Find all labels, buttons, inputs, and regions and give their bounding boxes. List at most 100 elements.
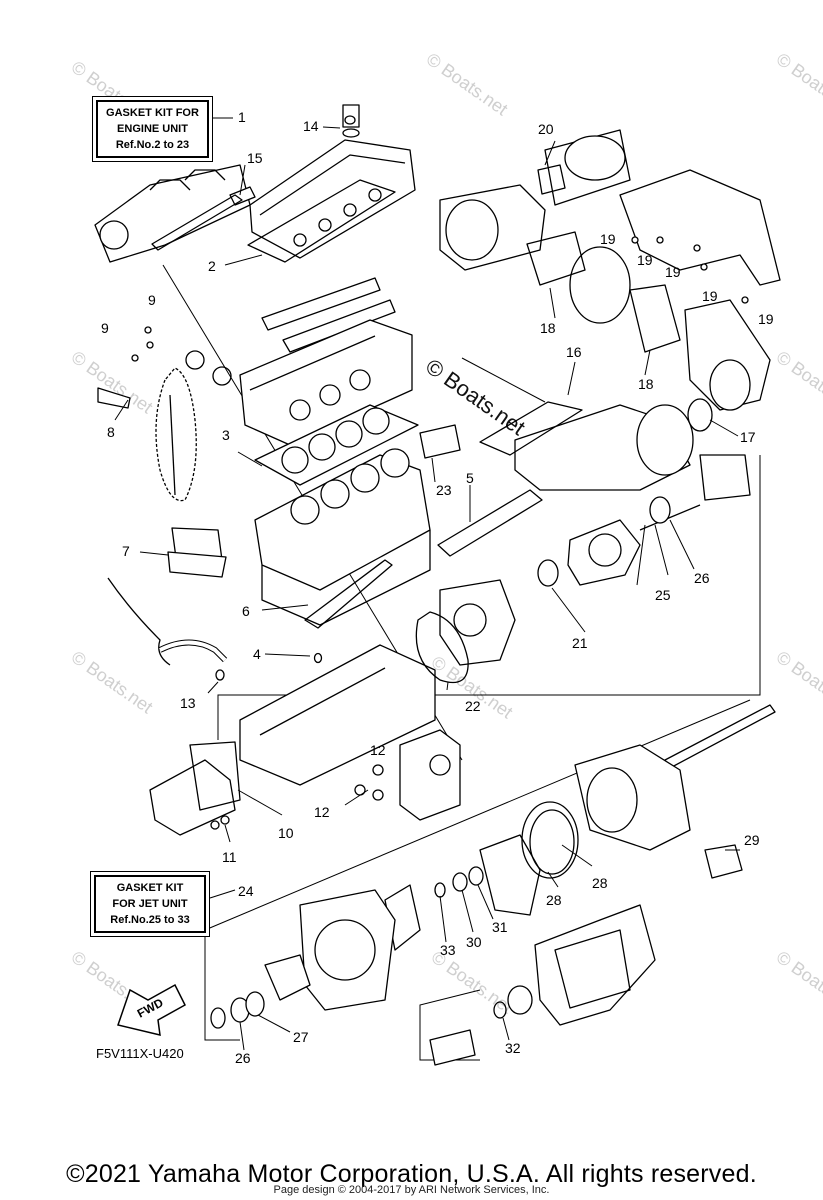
callout-27: 27	[293, 1029, 309, 1045]
callout-19e: 19	[758, 311, 774, 327]
o-ring-11b	[220, 815, 230, 825]
dipstick	[107, 577, 171, 666]
watermark-6: © Boats.net	[68, 647, 157, 717]
callout-10: 10	[278, 825, 294, 841]
drive-shaft	[664, 704, 776, 769]
intake-gasket-plate	[437, 489, 543, 557]
figure-code: F5V111X-U420	[96, 1046, 184, 1061]
callout-13: 13	[180, 695, 196, 711]
copyright-notice: ©2021 Yamaha Motor Corporation, U.S.A. A…	[66, 1160, 757, 1188]
callout-29: 29	[744, 832, 760, 848]
callout-7: 7	[122, 543, 130, 559]
callout-33: 33	[440, 942, 456, 958]
oil-seal-21	[537, 559, 559, 587]
watermark-4: © Boats.net	[68, 347, 157, 417]
bearing-housing-jet	[264, 954, 311, 1001]
o-ring-12c	[372, 789, 384, 801]
callout-3: 3	[222, 427, 230, 443]
bolt-9a	[144, 326, 152, 334]
callout-24: 24	[238, 883, 254, 899]
callout-9b: 9	[101, 320, 109, 336]
washer-19a	[631, 236, 639, 244]
seal-30	[452, 872, 468, 892]
o-ring-12a	[372, 764, 384, 776]
callout-1: 1	[238, 109, 246, 125]
fwd-arrow: FWD	[117, 983, 186, 1036]
pump-liner	[479, 801, 579, 916]
washer-19c	[693, 244, 701, 252]
crankcase	[239, 644, 436, 786]
callout-26b: 26	[235, 1050, 251, 1066]
seal-17	[687, 398, 713, 432]
callout-numbers: 1 2 3 4 5 6 7 8 9 9 10 11 12 12 13 14 15…	[101, 109, 774, 1066]
watermark-5: © Boats.net	[773, 347, 823, 417]
callout-17: 17	[740, 429, 756, 445]
kit-jet-line1: GASKET KIT	[116, 882, 184, 894]
callout-12a: 12	[370, 742, 386, 758]
callout-5: 5	[466, 470, 474, 486]
kit-engine-line3: Ref.No.2 to 23	[115, 139, 190, 151]
watermark-11: © Boats.net	[773, 947, 823, 1017]
head-cover-gasket	[247, 179, 396, 263]
gasket-20	[537, 164, 566, 195]
callout-25: 25	[655, 587, 671, 603]
muffler-gasket-b	[629, 284, 681, 353]
thermostat-housing	[149, 741, 241, 836]
callout-23: 23	[436, 482, 452, 498]
oil-pump	[439, 579, 516, 666]
callout-28a: 28	[546, 892, 562, 908]
washer-19e	[741, 296, 749, 304]
seal-27	[245, 991, 265, 1017]
o-ring-13	[215, 669, 225, 681]
callout-19b: 19	[637, 252, 653, 268]
callout-8: 8	[107, 424, 115, 440]
callout-19d: 19	[702, 288, 718, 304]
callout-6: 6	[242, 603, 250, 619]
callout-14: 14	[303, 118, 319, 134]
circlip-26	[210, 1007, 226, 1029]
exhaust-manifold	[94, 164, 256, 263]
chain-tensioner	[97, 387, 131, 409]
callout-11: 11	[222, 849, 237, 865]
coupler-shaft	[567, 504, 701, 586]
callout-9a: 9	[148, 292, 156, 308]
gasket-kit-jet-label: GASKET KIT FOR JET UNIT Ref.No.25 to 33	[94, 875, 206, 933]
kit-jet-line2: FOR JET UNIT	[112, 898, 188, 910]
callout-19c: 19	[665, 264, 681, 280]
callout-leaders	[114, 117, 740, 1051]
callout-20: 20	[538, 121, 554, 137]
callout-18a: 18	[540, 320, 556, 336]
manifold-gasket-15	[151, 194, 243, 251]
callout-30: 30	[466, 934, 482, 950]
callout-16: 16	[566, 344, 582, 360]
kit-engine-line2: ENGINE UNIT	[117, 123, 188, 135]
page-design-credit: Page design © 2004-2017 by ARI Network S…	[273, 1184, 550, 1196]
muffler	[439, 129, 631, 324]
kit-jet-line3: Ref.No.25 to 33	[110, 914, 190, 926]
washer-19d	[700, 263, 708, 271]
water-jacket-cover	[399, 729, 461, 821]
callout-21: 21	[572, 635, 588, 651]
nozzle	[534, 904, 656, 1026]
pump-gasket	[415, 611, 469, 684]
washer-19b	[656, 236, 664, 244]
kit-engine-line1: GASKET KIT FOR	[106, 107, 199, 119]
watermark-8: © Boats.net	[773, 647, 823, 717]
head-gasket	[254, 404, 419, 486]
seal-31	[468, 866, 484, 886]
o-ring-32	[493, 1001, 507, 1019]
reverse-bucket-parts	[429, 985, 533, 1066]
callout-26a: 26	[694, 570, 710, 586]
bolt-9c	[131, 354, 139, 362]
bearing-housing	[699, 454, 751, 501]
watermark-center: © Boats.net	[421, 354, 530, 441]
callout-31: 31	[492, 919, 508, 935]
cylinder-block	[254, 448, 431, 626]
callout-2: 2	[208, 258, 216, 274]
o-ring-33	[434, 882, 446, 898]
o-ring-4	[313, 652, 323, 664]
exhaust-pipe	[479, 401, 694, 491]
sensor-bracket-23	[419, 424, 461, 459]
callout-28b: 28	[592, 875, 608, 891]
o-ring-14	[344, 115, 356, 125]
